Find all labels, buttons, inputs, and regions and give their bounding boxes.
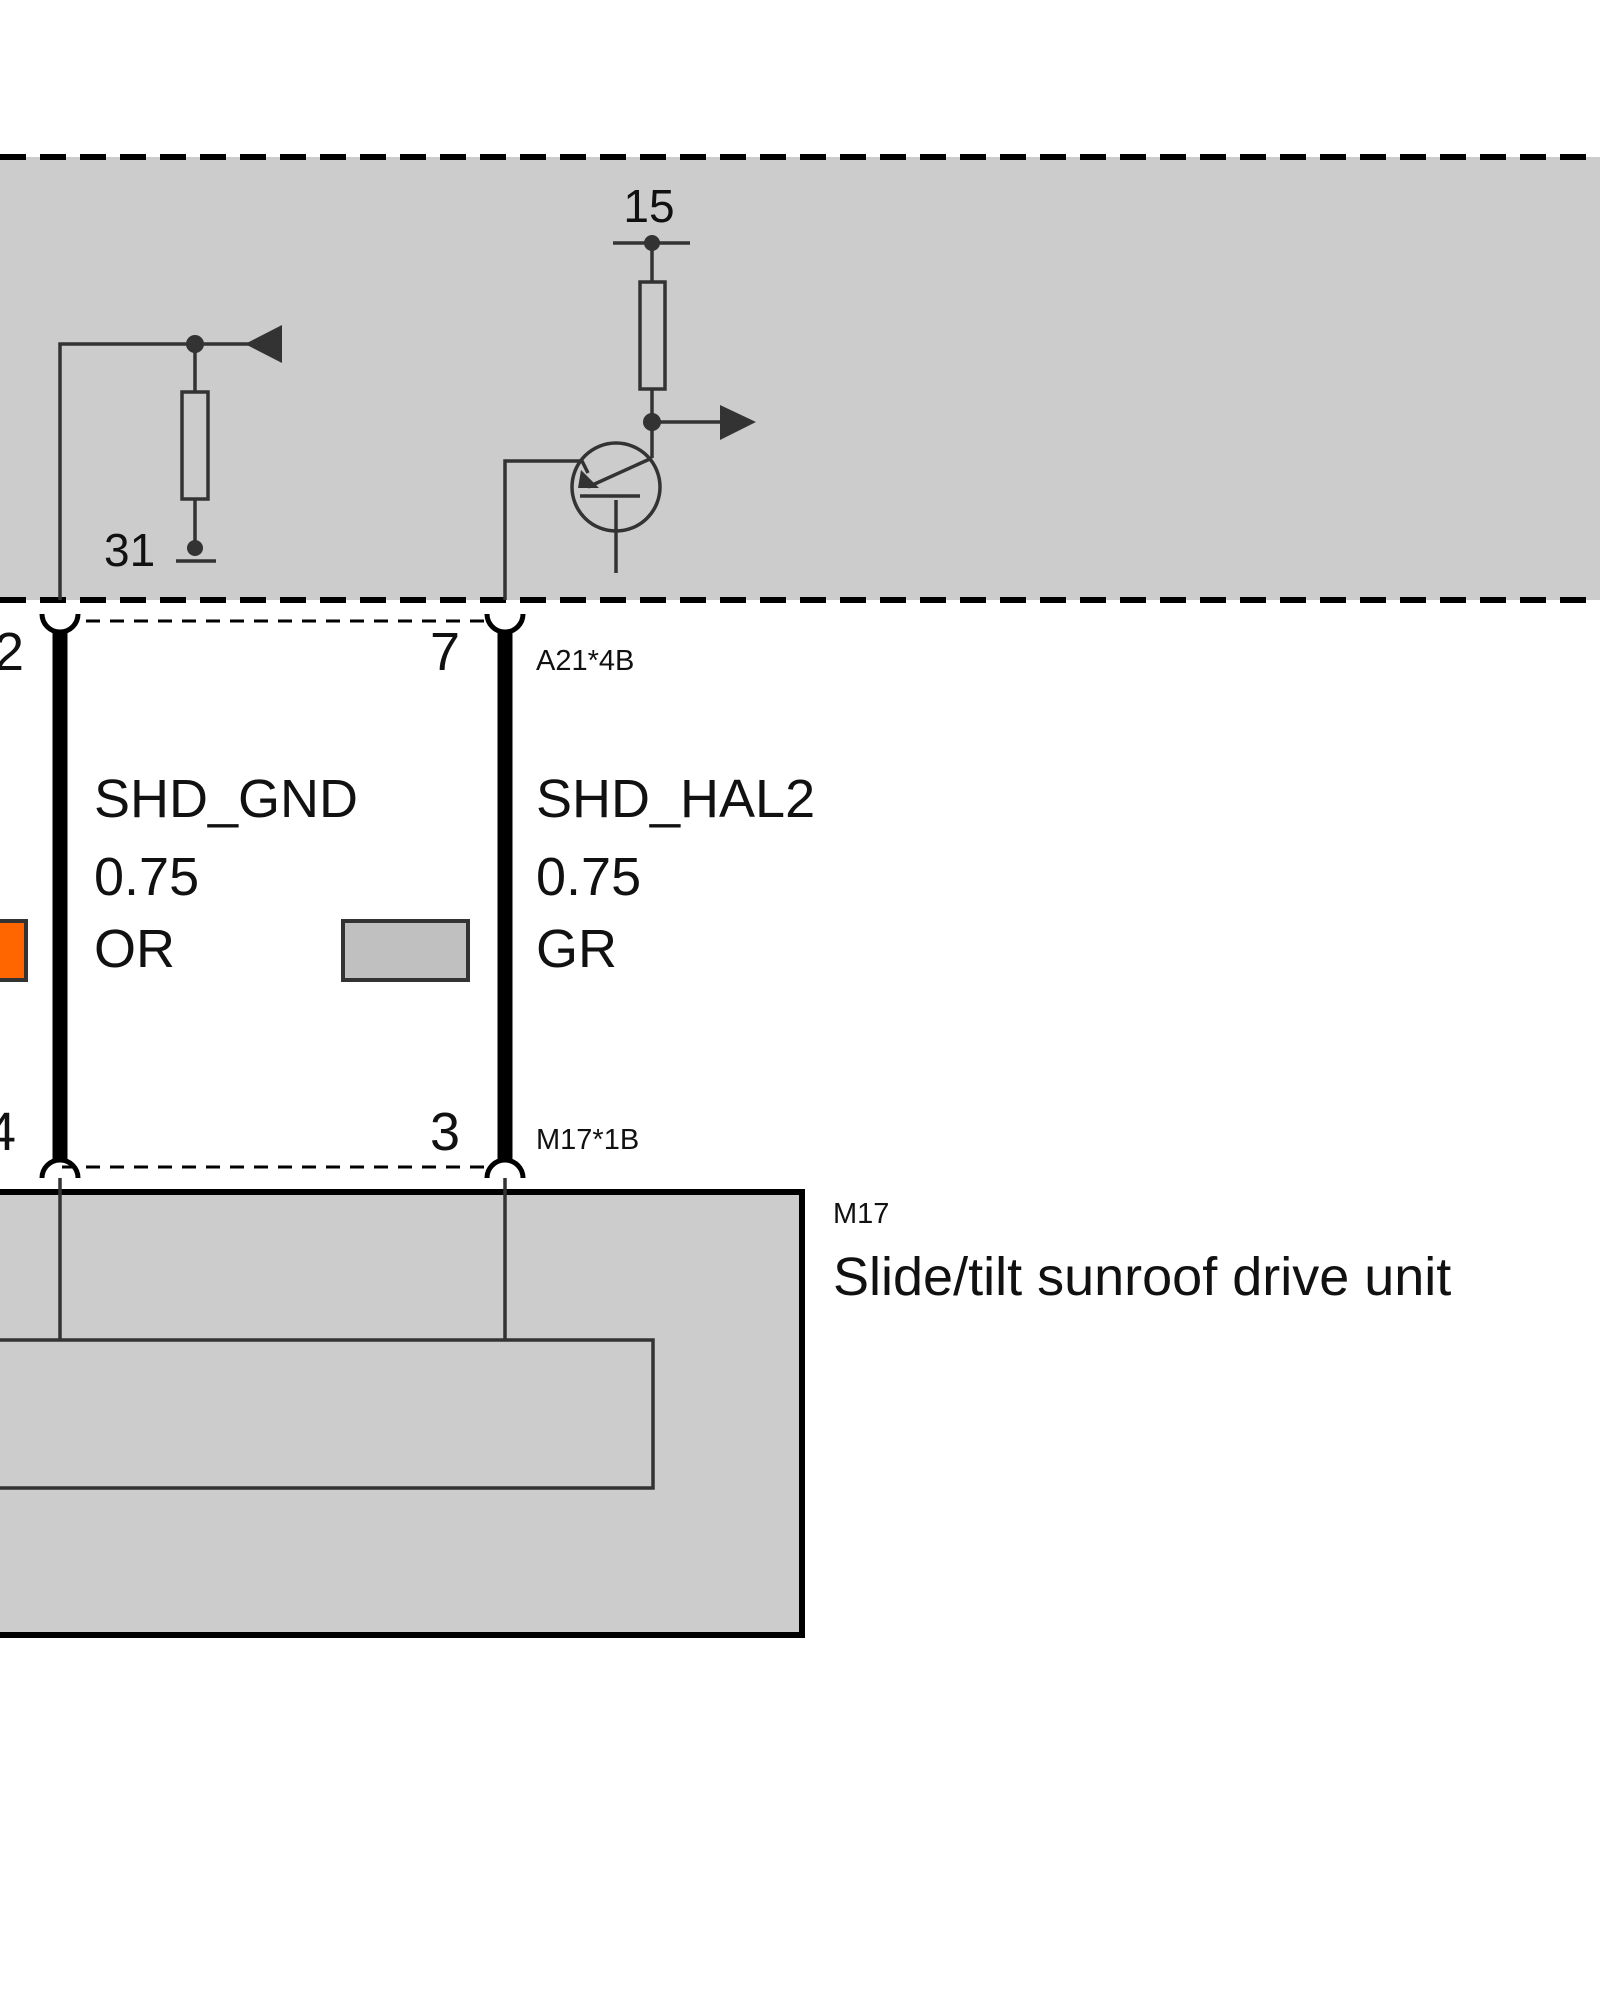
signal-arrow-icon bbox=[245, 325, 282, 363]
pin-m17-left: 4 bbox=[0, 1102, 16, 1162]
wire-color-swatch-orange bbox=[0, 919, 28, 982]
wire-cross-section: 0.75 bbox=[536, 847, 641, 907]
wire-color-swatch-grey bbox=[341, 919, 470, 982]
pin-a21-left: 2 bbox=[0, 622, 24, 682]
node-dot bbox=[186, 335, 204, 353]
ground-dot bbox=[187, 540, 203, 556]
output-arrow-icon bbox=[720, 405, 756, 440]
pin-a21-right: 7 bbox=[430, 622, 460, 682]
drive-unit-name: Slide/tilt sunroof drive unit bbox=[833, 1247, 1451, 1307]
wire-signal-label: SHD_HAL2 bbox=[536, 769, 815, 829]
control-unit-box bbox=[0, 157, 1600, 600]
connector-a21-label: A21*4B bbox=[536, 645, 634, 677]
connector-pins bbox=[39, 613, 526, 1179]
wire-cross-section: 0.75 bbox=[94, 847, 199, 907]
node-dot bbox=[643, 413, 661, 431]
emitter-arrow-icon bbox=[578, 470, 599, 488]
connector-m17-label: M17*1B bbox=[536, 1124, 639, 1156]
wire-color-code: OR bbox=[94, 919, 175, 979]
node-dot bbox=[644, 235, 660, 251]
pin-m17-right: 3 bbox=[430, 1102, 460, 1162]
supply-terminal-label: 15 bbox=[623, 180, 674, 232]
wire-color-code: GR bbox=[536, 919, 617, 979]
drive-unit-box bbox=[0, 1189, 805, 1638]
drive-unit-internal bbox=[0, 1178, 655, 1490]
supply-circuit bbox=[503, 241, 720, 600]
wire-signal-label: SHD_GND bbox=[94, 769, 358, 829]
ground-terminal-label: 31 bbox=[104, 524, 155, 576]
drive-unit-id: M17 bbox=[833, 1198, 889, 1230]
